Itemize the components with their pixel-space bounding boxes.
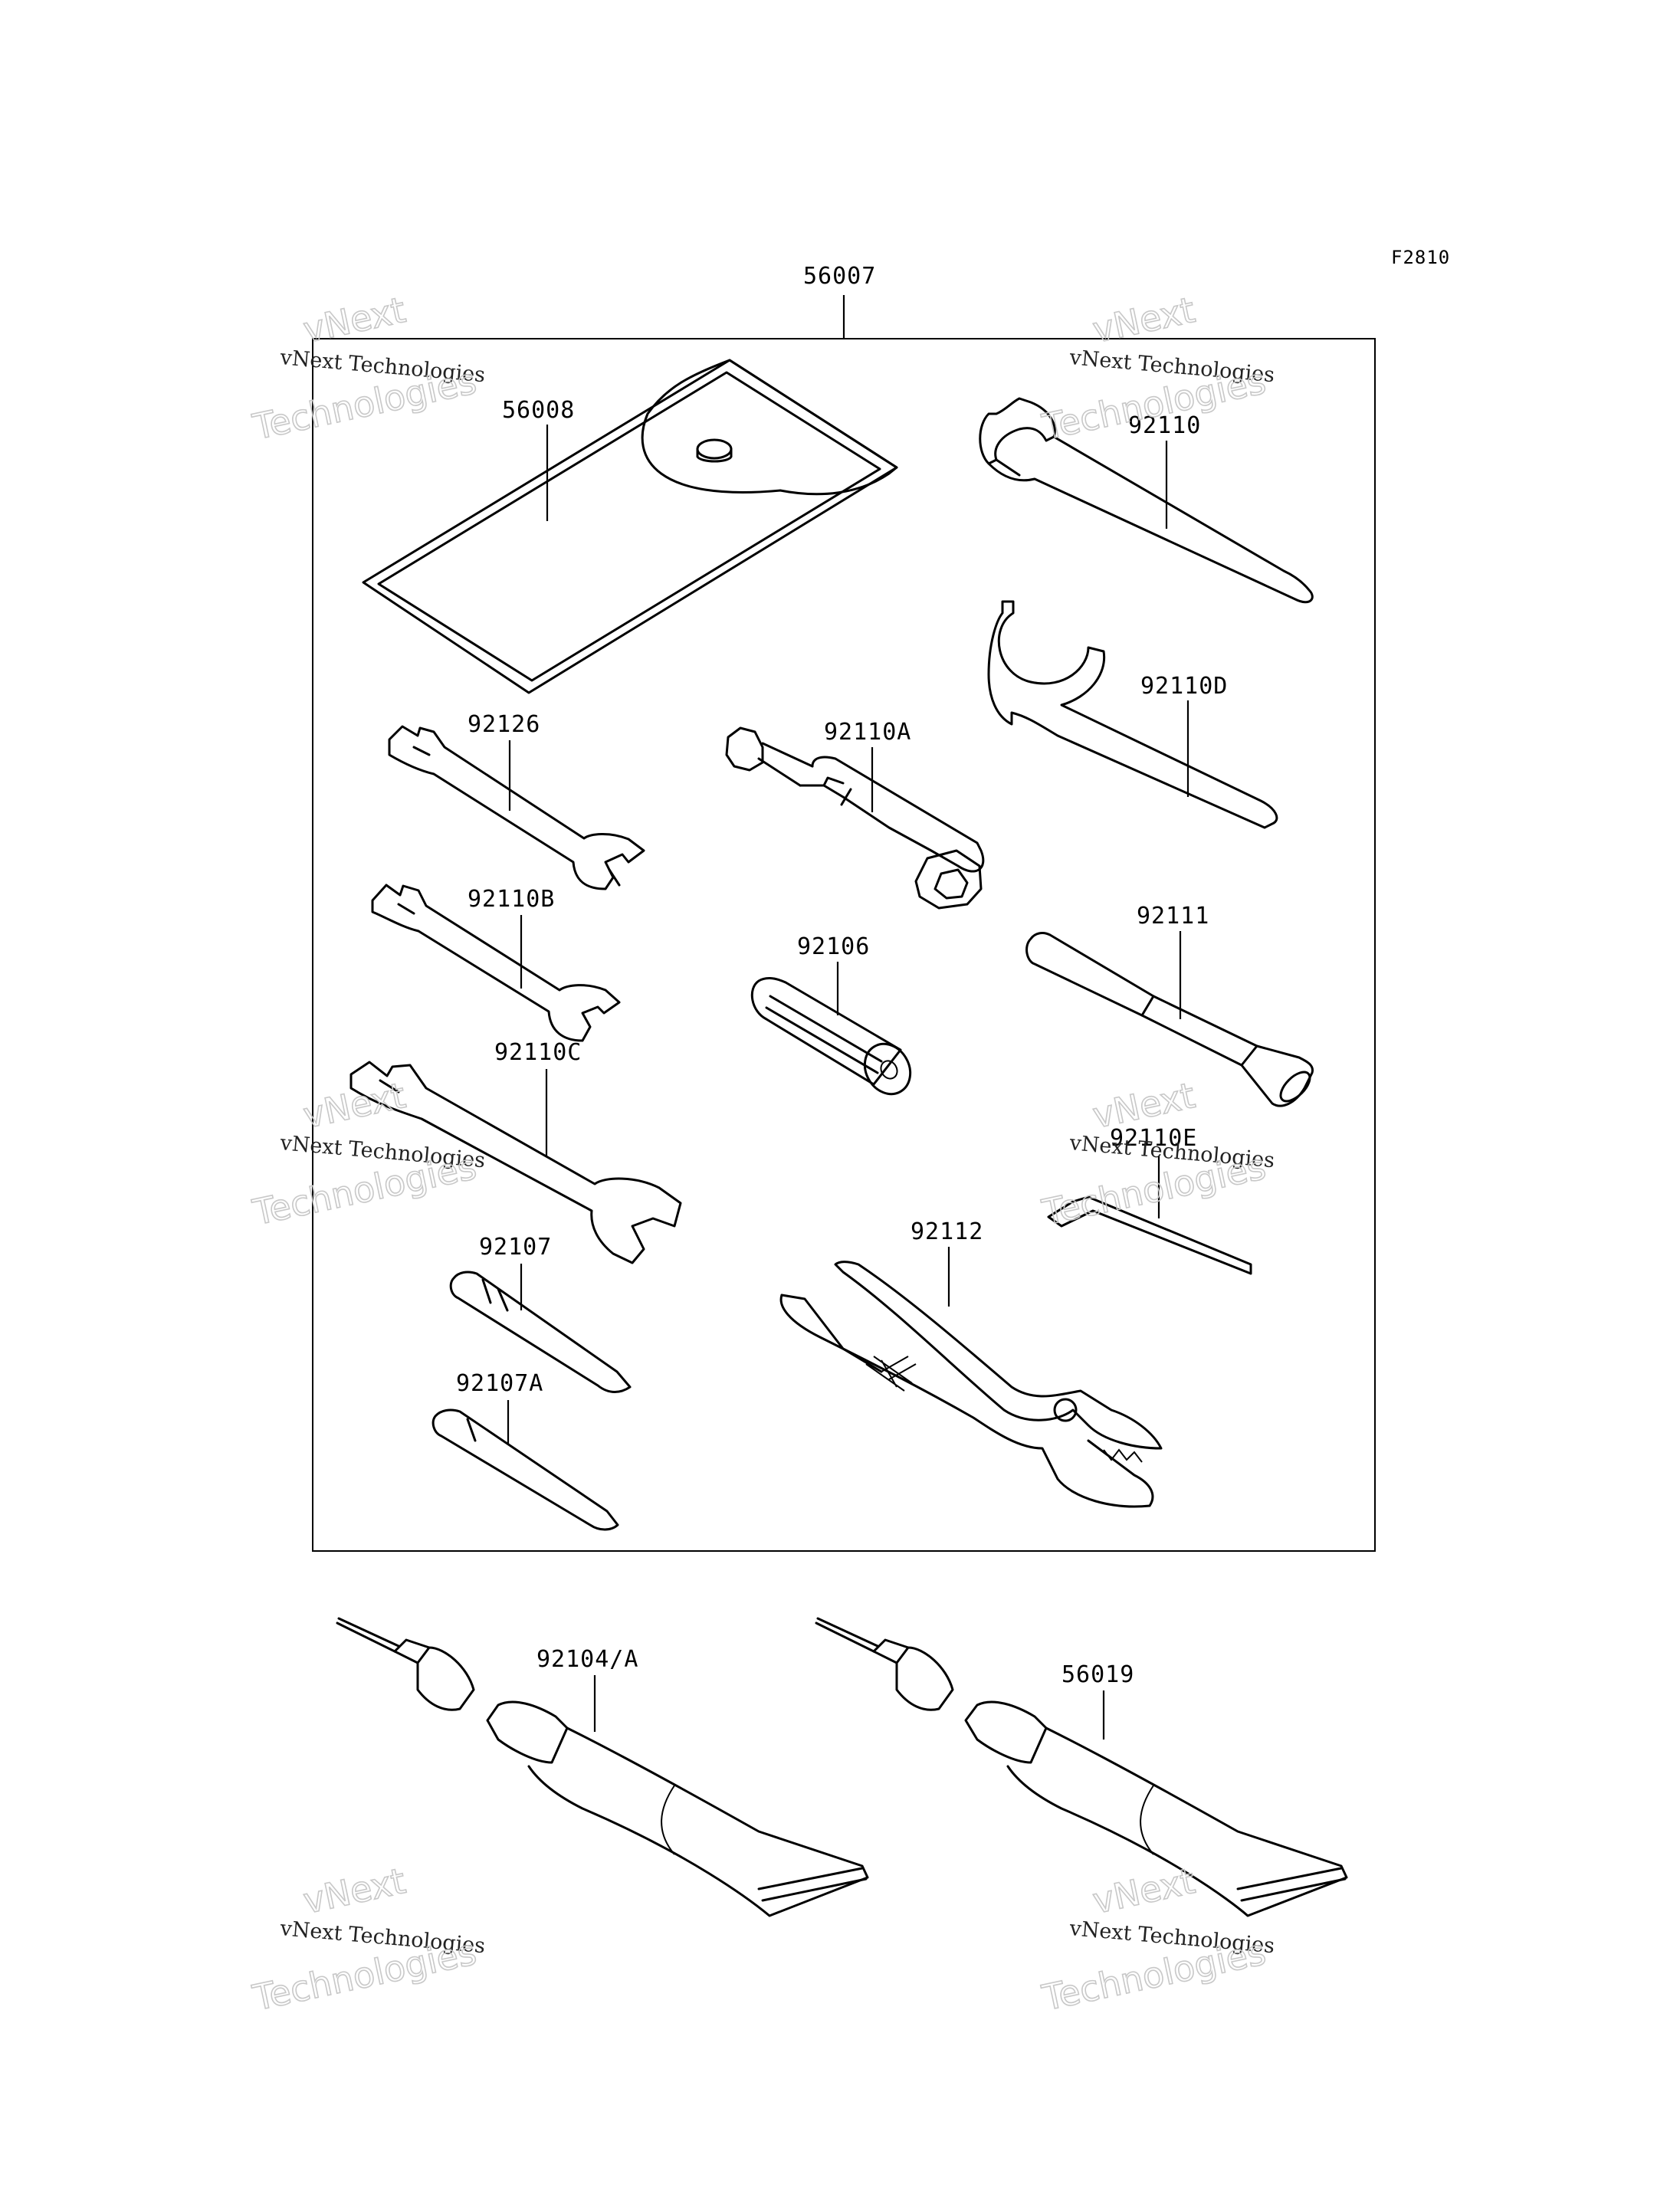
watermark: vNext vNext Technologies Technologies [248,288,486,448]
label-handle: 92106 [797,933,870,960]
hook-spanner-icon [987,600,1278,829]
open-wrench-large-icon [349,1061,682,1264]
open-wrench-medium-icon [371,884,621,1042]
label-kit: 56007 [803,263,876,290]
pliers-icon [779,1261,1163,1508]
watermark-brand: vNext [300,1074,409,1136]
spanner-icon [979,397,1314,604]
label-hex-key: 92110E [1110,1125,1197,1152]
label-socket: 92110A [824,719,911,746]
label-extension: 92111 [1137,903,1209,930]
label-wrench-c: 92110C [494,1039,582,1066]
figure-code: F2810 [1391,247,1450,268]
watermark-brand: vNext [300,289,409,351]
grease-tube-icon [815,1617,1348,1917]
watermark-brand: vNext [300,1860,409,1922]
label-pouch: 56008 [502,397,575,424]
label-spanner: 92110 [1128,412,1201,439]
watermark-brand: vNext [1089,1860,1199,1922]
tool-kit-frame [312,338,1376,1552]
screwdriver-bit-small-icon [431,1408,619,1531]
watermark: vNext vNext Technologies Technologies [1038,1074,1275,1234]
extension-bar-icon [1025,932,1314,1107]
handle-bar-icon [750,977,912,1096]
watermark-brand: vNext [1089,289,1199,351]
grease-tube-icon [336,1617,869,1917]
watermark: vNext vNext Technologies Technologies [248,1074,486,1234]
label-screwdriver-small: 92107A [456,1370,543,1397]
label-wrench-a: 92126 [468,711,540,738]
box-socket-icon [725,726,985,910]
watermark: vNext vNext Technologies Technologies [248,1859,486,2019]
watermark: vNext vNext Technologies Technologies [1038,1859,1275,2019]
label-grease-a: 92104/A [536,1646,638,1673]
label-grease-b: 56019 [1061,1661,1134,1688]
hex-key-icon [1047,1195,1252,1275]
open-wrench-small-icon [388,725,645,890]
screwdriver-bit-icon [449,1271,632,1393]
watermark: vNext vNext Technologies Technologies [1038,288,1275,448]
label-pliers: 92112 [911,1218,983,1245]
label-wrench-b: 92110B [468,886,555,913]
tool-pouch [362,359,898,694]
label-hook-spanner: 92110D [1140,673,1228,700]
label-screwdriver: 92107 [479,1234,552,1261]
